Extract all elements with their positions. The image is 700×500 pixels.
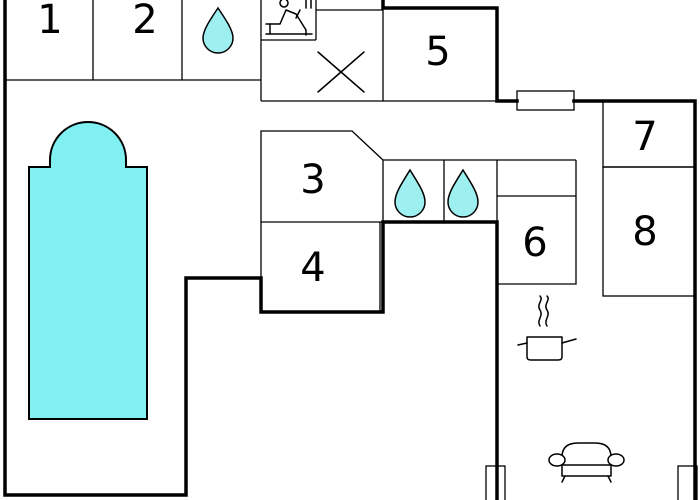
water-drop-icon (394, 168, 426, 218)
sauna-icon (265, 0, 313, 36)
room-label-3: 3 (300, 157, 325, 203)
wall-room-8 (602, 166, 696, 297)
room-label-8: 8 (632, 209, 657, 255)
room-label-7: 7 (632, 114, 657, 160)
terrace-post-left (485, 465, 506, 500)
cooking-pot-icon (517, 295, 577, 361)
armchair-icon (548, 442, 625, 483)
wall-room-6 (497, 160, 577, 285)
water-drop-icon (447, 168, 479, 218)
outer-wall-east (572, 99, 697, 500)
door-icon (516, 90, 575, 111)
water-drop-icon (202, 6, 234, 54)
x-mark-icon (317, 51, 365, 93)
room-label-6: 6 (522, 220, 547, 266)
outer-wall-north-east (381, 0, 519, 103)
room-label-2: 2 (132, 0, 157, 43)
room-label-5: 5 (425, 29, 450, 75)
room-label-4: 4 (300, 245, 325, 291)
terrace-post-right (677, 465, 698, 500)
wall-room-3 (260, 130, 384, 223)
swimming-pool (28, 121, 148, 420)
room-label-1: 1 (37, 0, 62, 43)
